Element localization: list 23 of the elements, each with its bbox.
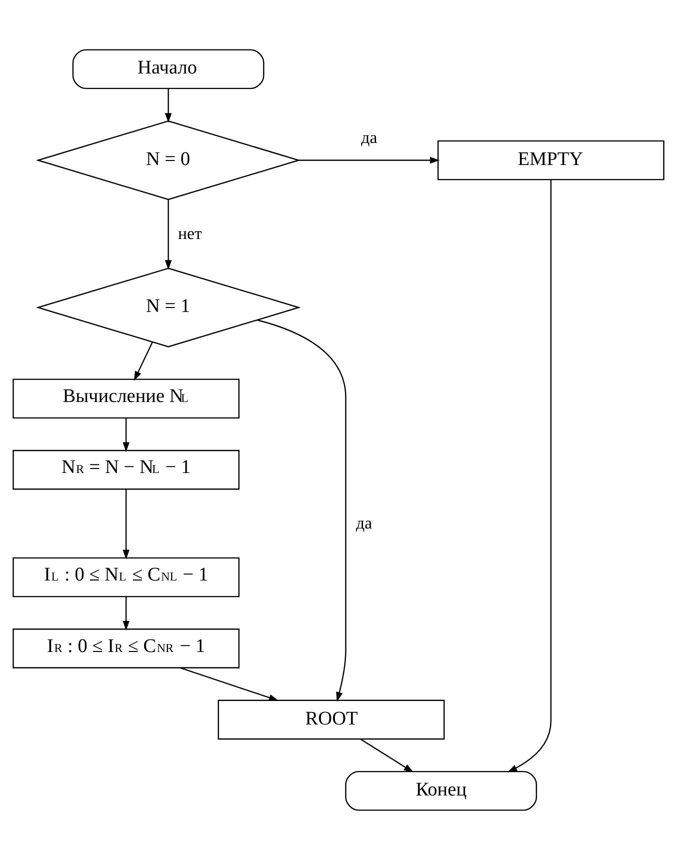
arrow <box>122 418 130 452</box>
arrow <box>360 738 414 772</box>
arrow <box>164 88 172 123</box>
node-box: Начало <box>72 49 264 90</box>
node-box: Конец <box>345 770 538 811</box>
arrow <box>298 156 440 164</box>
node-diamond: N = 0 <box>36 120 301 200</box>
edge-label: нет <box>178 224 202 243</box>
node-box: EMPTY <box>437 140 664 180</box>
node-box: NR = N − NL − 1 <box>12 450 240 490</box>
arrow <box>180 667 279 701</box>
node-box: IL : 0 ≤ NL ≤ CNL − 1 <box>12 557 240 598</box>
arrow <box>122 489 130 560</box>
edge-label: да <box>361 128 378 147</box>
arrow <box>122 596 130 631</box>
arrow <box>164 200 172 270</box>
node-diamond: N = 1 <box>36 268 301 348</box>
edge-label: да <box>356 514 372 533</box>
node-box: ROOT <box>218 700 445 740</box>
arrow <box>257 320 346 702</box>
node-box: IR : 0 ≤ IR ≤ CNR − 1 <box>12 628 240 668</box>
arrow <box>134 342 153 381</box>
arrow <box>507 180 552 772</box>
